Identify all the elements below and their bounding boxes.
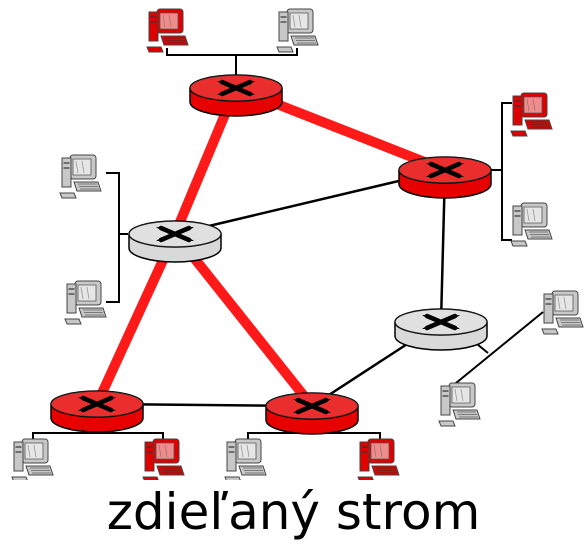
access-wire [106,172,120,303]
group-member-host-icon [357,438,400,480]
router-icon [395,309,487,350]
router-icon [129,221,221,262]
group-member-host-icon [142,438,185,480]
access-wire [166,48,298,56]
group-member-host-icon [146,8,189,53]
host-computer-icon [541,290,584,335]
host-computer-icon [276,8,319,53]
diagram-caption: zdieľaný strom [106,483,481,541]
router-icon [51,391,143,432]
host-computer-icon [64,280,107,325]
group-member-host-icon [510,92,553,137]
shared-tree-diagram [11,8,584,480]
access-wire [32,432,164,443]
router-icon [399,157,491,198]
tree-link [92,229,180,409]
host-computer-icon [11,438,54,480]
tree-link [170,229,317,411]
host-computer-icon [59,154,102,199]
host-computer-icon [438,382,481,427]
access-wire [501,102,512,241]
host-computer-icon [224,438,267,480]
router-icon [190,75,282,116]
access-wire [444,311,544,393]
router-icon [266,393,358,434]
host-computer-icon [510,202,553,247]
